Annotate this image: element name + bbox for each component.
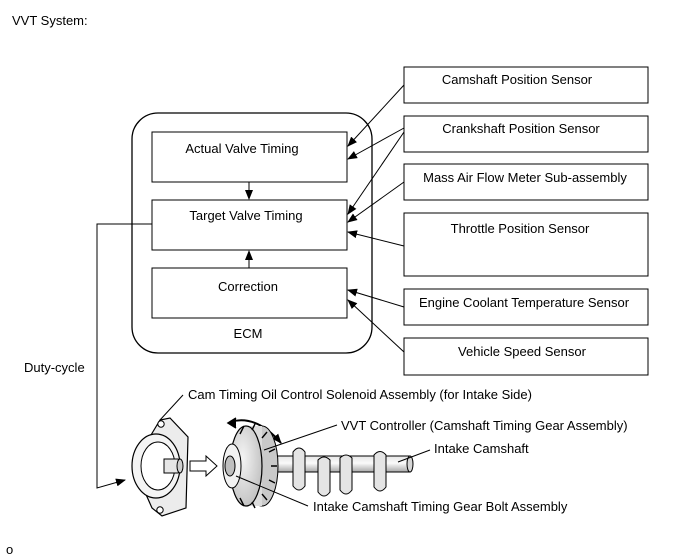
signal-crankshaft-to-target xyxy=(347,131,405,215)
sensor-box-vehicle-speed xyxy=(403,337,649,376)
duty-cycle-signal-line xyxy=(96,223,152,489)
target-valve-timing-label: Target Valve Timing xyxy=(189,208,302,223)
actual-valve-timing-block xyxy=(151,131,348,183)
leader-ocv xyxy=(159,394,184,421)
sensor-label-vehicle-speed: Vehicle Speed Sensor xyxy=(458,344,587,359)
diagram-title: VVT System: xyxy=(12,13,88,28)
signal-camshaft-to-actual xyxy=(347,84,405,147)
sensor-box-camshaft-position xyxy=(403,66,649,104)
sensor-label-mass-air-flow: Mass Air Flow Meter Sub-assembly xyxy=(423,170,627,185)
correction-label: Correction xyxy=(218,279,278,294)
sensor-label-engine-coolant-temp: Engine Coolant Temperature Sensor xyxy=(419,295,630,310)
leader-vvt-controller xyxy=(263,424,338,451)
duty-cycle-label: Duty-cycle xyxy=(24,360,85,375)
sensor-box-throttle-position xyxy=(403,212,649,277)
sensor-box-crankshaft-position xyxy=(403,115,649,153)
leader-gear-bolt xyxy=(235,475,309,507)
signal-crankshaft-to-actual xyxy=(347,127,405,160)
ocv-label: Cam Timing Oil Control Solenoid Assembly… xyxy=(188,387,532,402)
signal-maf-to-target xyxy=(347,181,405,223)
hollow-flow-arrow xyxy=(189,454,218,478)
leader-camshaft xyxy=(397,449,431,463)
vvt-controller-gear-illustration xyxy=(222,423,279,509)
signal-coolant-to-correction xyxy=(347,288,405,308)
camshaft-label: Intake Camshaft xyxy=(434,441,529,456)
sensor-box-engine-coolant-temp xyxy=(403,288,649,326)
signal-speed-to-correction xyxy=(347,299,405,353)
signal-throttle-to-target xyxy=(347,230,405,247)
sensor-label-camshaft-position: Camshaft Position Sensor xyxy=(442,72,593,87)
gear-bolt-label: Intake Camshaft Timing Gear Bolt Assembl… xyxy=(313,499,568,514)
sensor-label-throttle-position: Throttle Position Sensor xyxy=(451,221,590,236)
sensor-box-mass-air-flow xyxy=(403,163,649,201)
vvt-controller-label: VVT Controller (Camshaft Timing Gear Ass… xyxy=(341,418,628,433)
actual-valve-timing-label: Actual Valve Timing xyxy=(185,141,298,156)
footer-mark: o xyxy=(6,542,13,557)
ecm-label: ECM xyxy=(234,326,263,341)
ocv-solenoid-illustration xyxy=(131,417,189,517)
intake-camshaft-illustration xyxy=(269,447,414,497)
target-valve-timing-block xyxy=(151,199,348,251)
sensor-label-crankshaft-position: Crankshaft Position Sensor xyxy=(442,121,600,136)
